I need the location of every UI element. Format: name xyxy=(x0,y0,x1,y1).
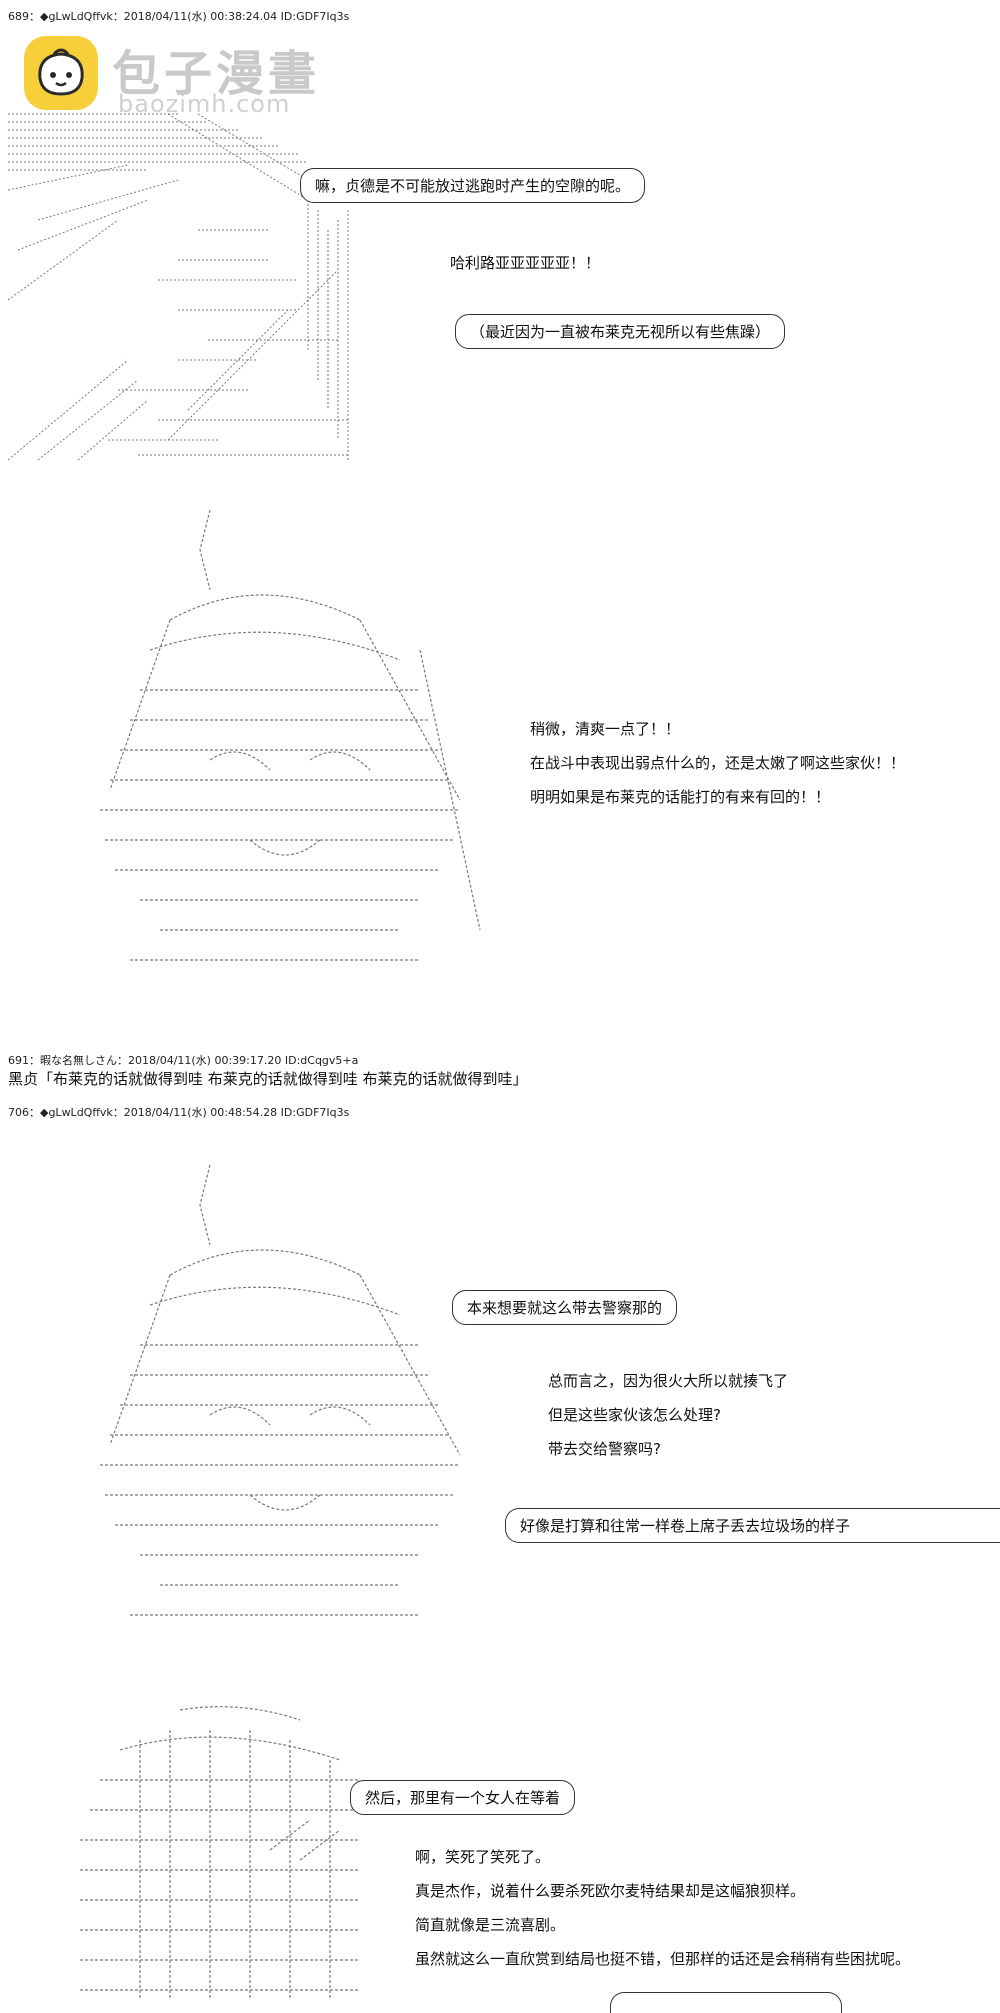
ascii-art-character xyxy=(100,510,481,961)
speech-bubble: 本来想要就这么带去警察那的 xyxy=(452,1290,678,1325)
speech-bubble: 然后，那里有一个女人在等着 xyxy=(350,1780,576,1815)
ascii-art-speedlines xyxy=(8,113,349,461)
dialogue-line: 在战斗中表现出弱点什么的，还是太嫩了啊这些家伙！！ xyxy=(530,754,906,772)
dialogue-line: 带去交给警察吗? xyxy=(548,1440,661,1458)
bun-mascot-icon xyxy=(24,36,98,110)
thought-bubble: 好像是打算和往常一样卷上席子丢去垃圾场的样子 xyxy=(505,1508,1000,1543)
post-header: 689：◆gLwLdQffvk：2018/04/11(水) 00:38:24.0… xyxy=(8,10,350,23)
dialogue-line: 哈利路亚亚亚亚亚！！ xyxy=(450,254,601,272)
ascii-art-character xyxy=(100,1165,461,1616)
dialogue-line: 真是杰作，说着什么要杀死欧尔麦特结果却是这幅狼狈样。 xyxy=(415,1882,806,1900)
speech-bubble-partial xyxy=(610,1992,842,2013)
reply-text: 黑贞「布莱克的话就做得到哇 布莱克的话就做得到哇 布莱克的话就做得到哇」 xyxy=(8,1070,528,1088)
dialogue-line: 稍微，清爽一点了！！ xyxy=(530,720,681,738)
speech-bubble: 嘛，贞德是不可能放过逃跑时产生的空隙的呢。 xyxy=(300,168,646,203)
dialogue-line: 啊，笑死了笑死了。 xyxy=(415,1848,551,1866)
dialogue-line: 简直就像是三流喜剧。 xyxy=(415,1916,566,1934)
dialogue-line: 但是这些家伙该怎么处理? xyxy=(548,1406,721,1424)
post-header: 691：暇な名無しさん：2018/04/11(水) 00:39:17.20 ID… xyxy=(8,1054,359,1067)
logo-url: baozimh.com xyxy=(118,90,291,118)
ascii-art-character xyxy=(80,1706,360,2000)
dialogue-line: 总而言之，因为很火大所以就揍飞了 xyxy=(548,1372,789,1390)
site-logo: 包子漫畫 baozimh.com xyxy=(24,36,384,126)
dialogue-line: 虽然就这么一直欣赏到结局也挺不错，但那样的话还是会稍稍有些困扰呢。 xyxy=(415,1950,911,1968)
thought-bubble: （最近因为一直被布莱克无视所以有些焦躁） xyxy=(455,314,786,349)
post-header: 706：◆gLwLdQffvk：2018/04/11(水) 00:48:54.2… xyxy=(8,1106,350,1119)
dialogue-line: 明明如果是布莱克的话能打的有来有回的！！ xyxy=(530,788,831,806)
logo-title: 包子漫畫 xyxy=(112,46,321,102)
